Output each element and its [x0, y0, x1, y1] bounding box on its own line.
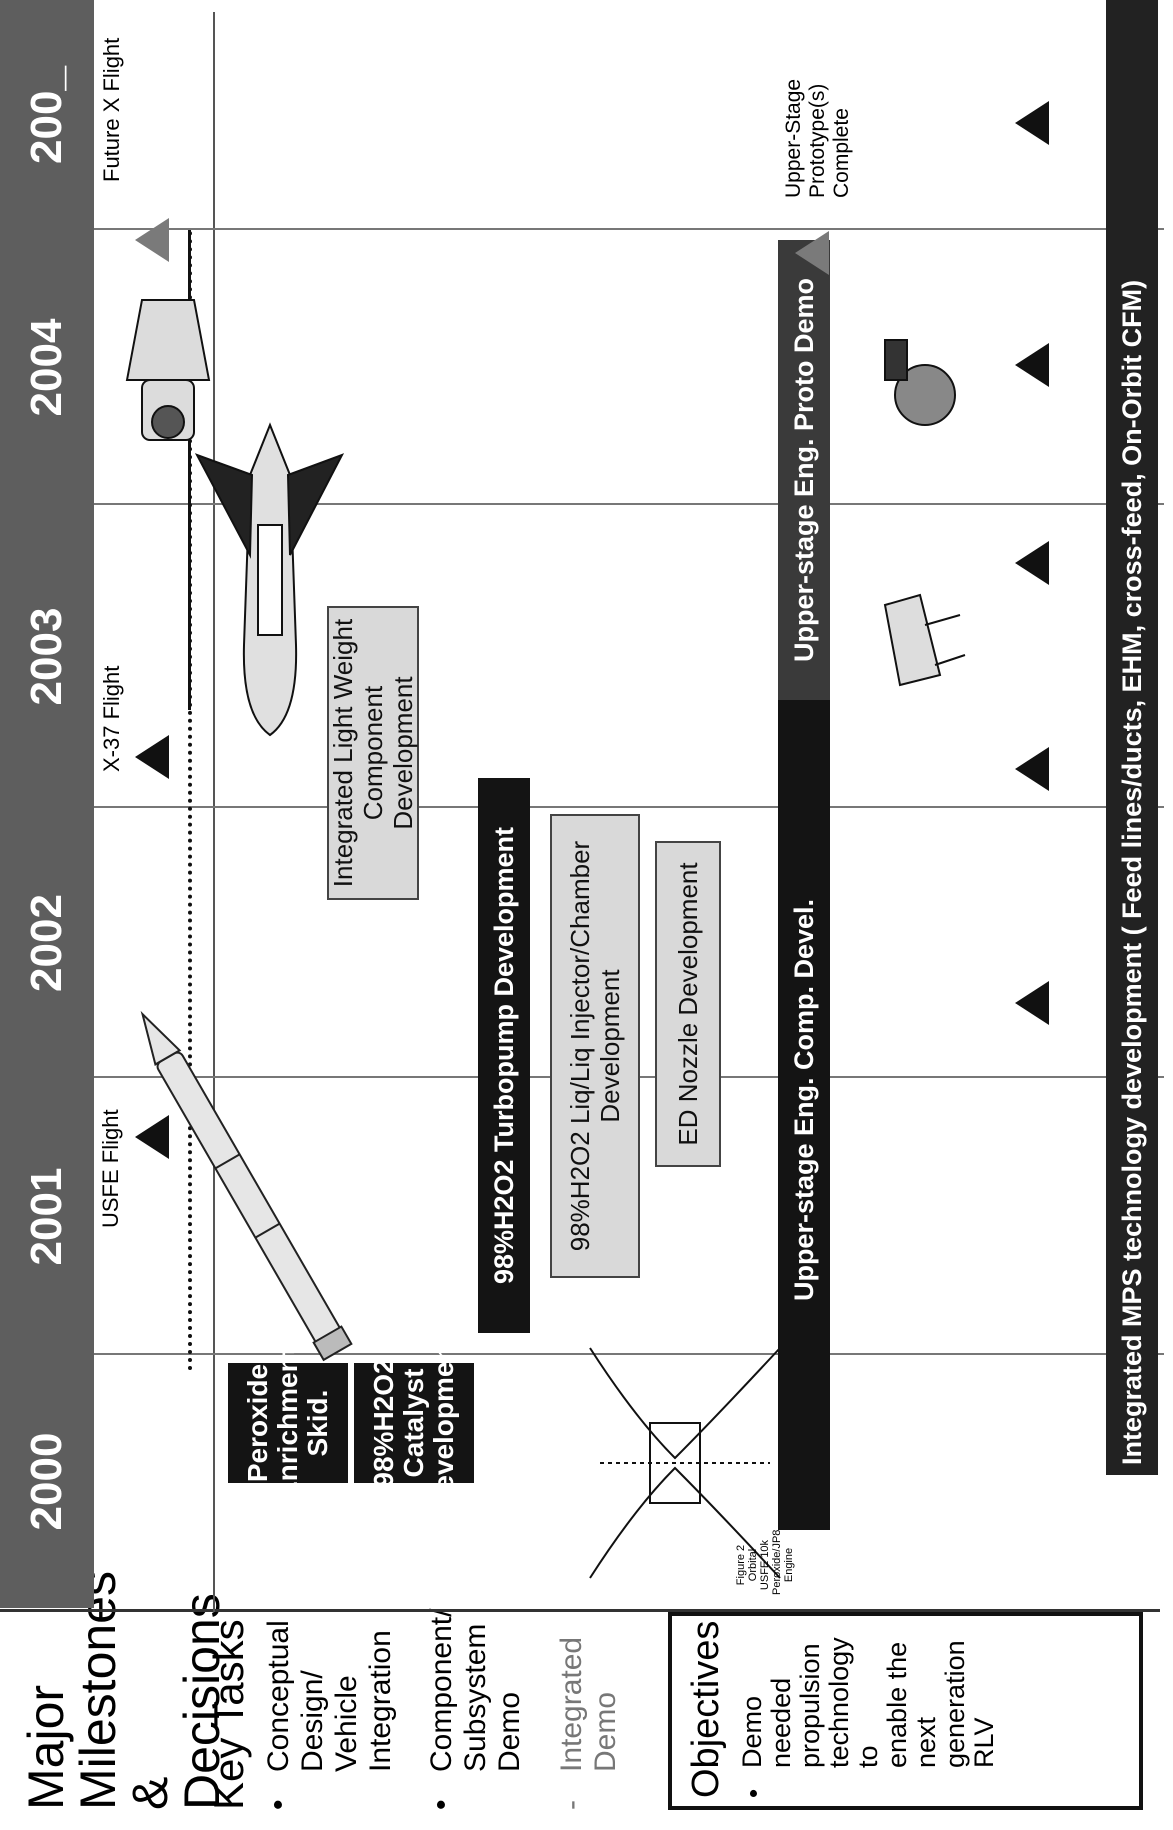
mps-marker [1015, 981, 1049, 1025]
task-component: • Component/ Subsystem Demo [425, 1608, 527, 1810]
year-2004: 2004 [0, 227, 94, 505]
x37-flight-label: X-37 Flight [99, 665, 124, 772]
turbopump-development: 98%H2O2 Turbopump Development [478, 778, 530, 1333]
future-x-flight-label: Future X Flight [99, 37, 124, 182]
task-label: Upper-stage Eng. Comp. Devel. [788, 898, 819, 1302]
usfe-rocket-illustration [140, 1010, 353, 1362]
task-line: 98%H2O2 Liq/Liq Injector/Chamber [565, 840, 595, 1252]
mps-marker [1015, 101, 1049, 145]
task-line: Subsystem [459, 1623, 492, 1772]
task-line: Conceptual [262, 1620, 295, 1772]
task-line: Component Development [358, 676, 418, 830]
x37-flight-marker [135, 735, 169, 779]
integrated-mps-development: Integrated MPS technology development ( … [1106, 0, 1158, 1475]
task-line: Design/ [296, 1670, 329, 1772]
title-line: Major [18, 1684, 74, 1810]
usfe-engine-schematic [589, 1347, 781, 1579]
mps-marker [1015, 747, 1049, 791]
task-line: Development [595, 969, 625, 1123]
task-line: Catalyst [398, 1368, 429, 1478]
task-line: Skid. [302, 1389, 333, 1457]
objective-line: Demo needed [737, 1677, 796, 1768]
year-divider [94, 228, 1164, 230]
upper-stage-complete-marker [795, 231, 829, 275]
future-x-flight-marker [135, 218, 169, 262]
label-line: Upper-Stage [782, 78, 805, 198]
task-integrated: - Integrated Demo [555, 1620, 623, 1810]
task-line: Component/ [425, 1608, 458, 1772]
task-label: 98%H2O2 Turbopump Development [488, 826, 519, 1285]
task-conceptual: • Conceptual Design/ Vehicle Integration [262, 1620, 398, 1810]
mps-marker [1015, 541, 1049, 585]
year-2000: 2000 [0, 1352, 94, 1608]
bullet: • [262, 1799, 295, 1810]
label-line: Complete [830, 108, 853, 198]
year-divider [94, 806, 1164, 808]
year-200x: 200_ [0, 0, 94, 230]
task-line: Development [428, 1335, 459, 1511]
bullet: • [738, 1788, 768, 1798]
task-line: Enrichment [272, 1345, 303, 1501]
component-hardware-illustration [883, 593, 966, 687]
caption-line: Orbital USFE 10k [747, 1539, 771, 1591]
objectives-box: Objectives • Demo needed propulsion tech… [668, 1612, 1143, 1810]
objective-line: generation [940, 1640, 970, 1768]
caption-line: Figure 2 [735, 1544, 747, 1586]
nozzle-development: ED Nozzle Development [655, 841, 721, 1167]
integrated-lightweight-component: Integrated Light Weight Component Develo… [327, 606, 419, 900]
year-2003: 2003 [0, 502, 94, 808]
upper-stage-proto-demo: Upper-stage Eng. Proto Demo [778, 240, 830, 700]
milestones-title: Major Milestones & Decisions [18, 1571, 230, 1810]
year-2001: 2001 [0, 1075, 94, 1355]
objective-line: propulsion [795, 1643, 825, 1768]
catalyst-development: 98%H2O2 Catalyst Development [354, 1335, 474, 1511]
objective-line: enable the [882, 1641, 912, 1768]
task-line: Demo [493, 1691, 526, 1772]
key-tasks-heading: Key Tasks [205, 1619, 252, 1810]
x37-vehicle-illustration [194, 422, 345, 737]
engine-caption: Figure 2 Orbital USFE 10k Peroxide/JP8 E… [735, 1529, 795, 1595]
objective-line: technology to [824, 1637, 883, 1768]
task-line: Demo [589, 1691, 622, 1772]
task-line: Peroxide [242, 1363, 273, 1483]
title-line: Milestones [70, 1571, 126, 1810]
year-2002: 2002 [0, 805, 94, 1078]
peroxide-enrichment-skid: Peroxide Enrichment Skid. [228, 1346, 348, 1500]
future-engine-illustration [125, 299, 211, 441]
bullet: - [555, 1800, 588, 1810]
frame-divider [0, 1609, 1160, 1612]
task-label: Integrated MPS technology development ( … [1116, 279, 1147, 1465]
objective-line: RLV [969, 1717, 999, 1768]
mps-marker [1015, 343, 1049, 387]
upper-stage-complete-label: Upper-Stage Prototype(s) Complete [782, 79, 854, 198]
objective-line: next [911, 1716, 941, 1768]
label-line: Prototype(s) [806, 83, 829, 198]
upper-stage-comp-devel: Upper-stage Eng. Comp. Devel. [778, 670, 830, 1530]
bullet: • [425, 1799, 458, 1810]
task-line: Vehicle [330, 1675, 363, 1772]
objectives-heading: Objectives [685, 1620, 727, 1798]
task-label: ED Nozzle Development [672, 862, 703, 1146]
task-line: Integrated Light Weight [328, 618, 358, 888]
task-label: Upper-stage Eng. Proto Demo [788, 277, 819, 663]
task-line: Integrated [555, 1636, 588, 1772]
injector-chamber-development: 98%H2O2 Liq/Liq Injector/Chamber Develop… [550, 814, 640, 1278]
caption-line: Peroxide/JP8 Engine [771, 1529, 795, 1595]
task-line: 98%H2O2 [368, 1358, 399, 1488]
nozzle-hardware-illustration [884, 339, 956, 426]
task-line: Integration [364, 1630, 397, 1772]
